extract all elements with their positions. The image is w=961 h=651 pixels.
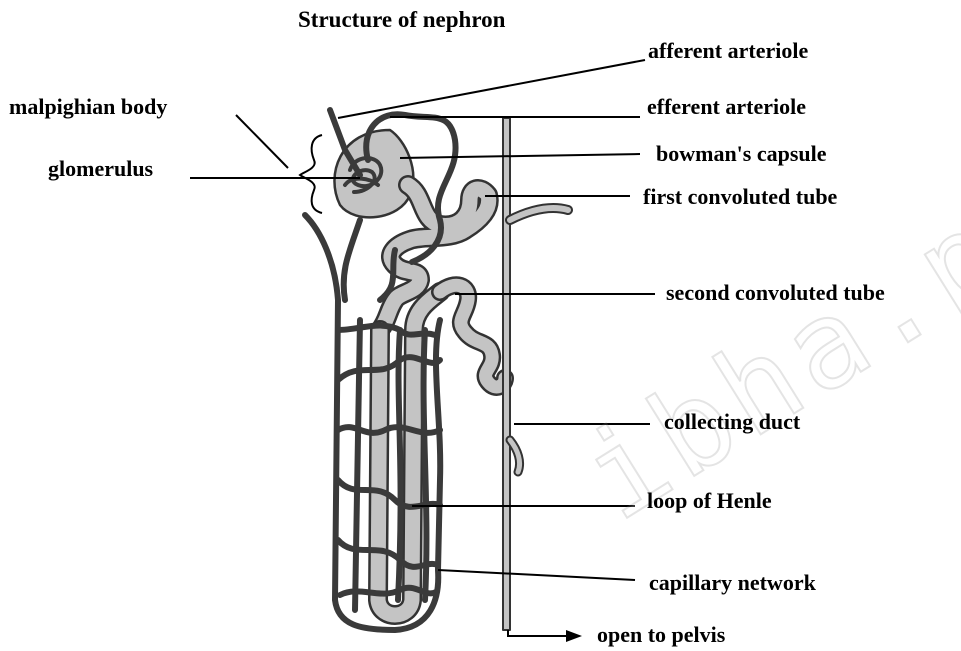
leader-malpighian xyxy=(236,115,288,168)
label-efferent-arteriole: efferent arteriole xyxy=(647,96,806,118)
leader-capillary xyxy=(438,570,635,580)
label-malpighian-body: malpighian body xyxy=(9,96,167,118)
label-glomerulus: glomerulus xyxy=(48,158,153,180)
collecting-duct xyxy=(503,118,510,630)
pelvis-arrowhead xyxy=(566,630,582,642)
label-bowmans-capsule: bowman's capsule xyxy=(656,143,827,165)
label-second-convoluted-tube: second convoluted tube xyxy=(666,282,885,304)
diagram-title: Structure of nephron xyxy=(298,8,505,31)
label-collecting-duct: collecting duct xyxy=(664,411,800,433)
malpighian-bracket xyxy=(300,135,322,213)
leader-afferent xyxy=(338,60,645,118)
label-capillary-network: capillary network xyxy=(649,572,816,594)
nephron-tubule xyxy=(334,118,568,630)
label-afferent-arteriole: afferent arteriole xyxy=(648,40,808,62)
label-loop-of-henle: loop of Henle xyxy=(647,490,772,512)
label-first-convoluted-tube: first convoluted tube xyxy=(643,186,837,208)
label-open-to-pelvis: open to pelvis xyxy=(597,624,725,646)
leader-bowman xyxy=(400,154,640,158)
leader-pelvis xyxy=(508,630,570,636)
